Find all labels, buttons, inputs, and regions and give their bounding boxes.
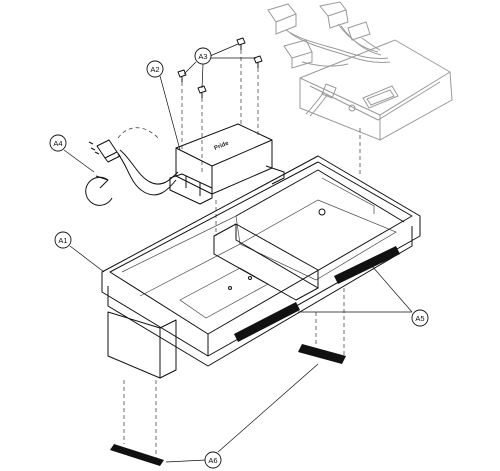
battery-tray [101,155,421,379]
callout-a6-label: A6 [208,456,217,465]
callout-a1-label: A1 [58,236,67,245]
screw-1 [236,37,246,50]
callout-a2: A2 [146,60,181,151]
charger-brand-label: Pride [214,140,231,151]
callout-a5-label: A5 [415,314,424,323]
velcro-strips-on-tray [234,246,400,342]
screw-2 [177,69,187,82]
callout-a1: A1 [54,231,105,273]
velcro-strips-loose [110,344,346,466]
callout-a3-label: A3 [198,52,207,61]
velcro-strip-1 [234,302,300,342]
callout-a5: A5 [298,265,429,327]
battery-charger: Pride [169,123,285,205]
callout-a2-label: A2 [150,65,159,74]
callout-a4: A4 [49,134,95,173]
callout-a6: A6 [165,363,319,469]
callout-a4-label: A4 [53,139,62,148]
controller-assembly [267,1,453,141]
callout-a3: A3 [183,43,256,89]
power-cord [85,127,179,206]
screw-4 [253,55,263,68]
mounting-screws [177,37,263,98]
velcro-strip-3 [110,444,164,466]
alignment-lines [123,50,361,458]
velcro-strip-2 [334,246,400,284]
velcro-strip-4 [298,344,346,364]
